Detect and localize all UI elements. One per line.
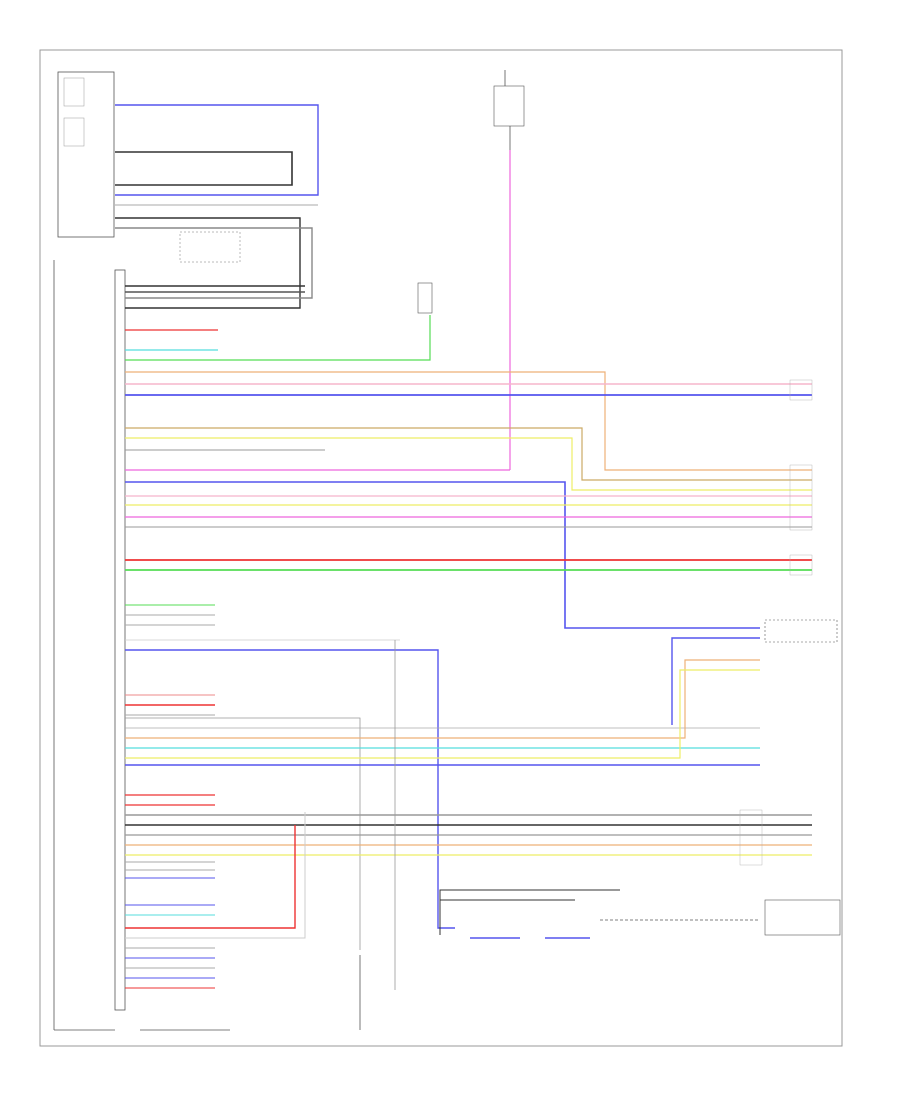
signal-wires: [125, 329, 812, 629]
right-terminals: [739, 379, 813, 866]
main-control-unit: [53, 260, 126, 1031]
fuse-feed: [125, 70, 525, 471]
bottom-right-components: [140, 640, 841, 1031]
lower-bundle: [125, 794, 812, 989]
component-box-top-left: [57, 71, 115, 238]
diagram-frame: [39, 49, 843, 1047]
middle-wires: [125, 604, 838, 950]
top-box-wires: [115, 104, 319, 309]
